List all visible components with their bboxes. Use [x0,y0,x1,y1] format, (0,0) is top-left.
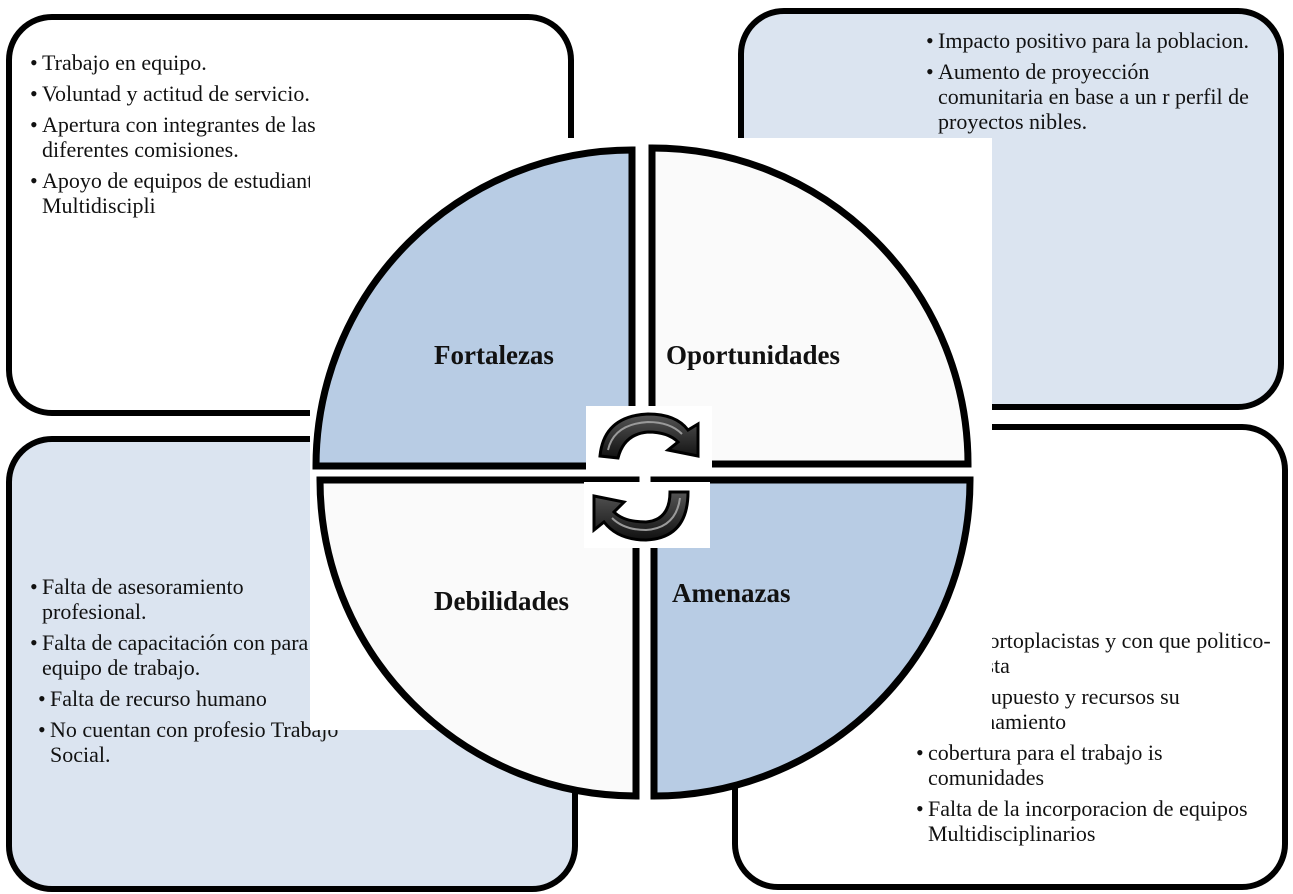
fortalezas-quadrant [312,146,636,470]
fortalezas-label: Fortalezas [434,340,554,370]
list-item: Falta de asesoramiento profesional. [30,574,340,624]
clockwise-arrow-icon [598,412,700,460]
list-item: Falta de la incorporacion de equipos Mul… [916,796,1276,846]
list-item: Falta de recurso humano [38,686,340,711]
debilidades-quadrant [316,476,640,800]
fortalezas-list: Trabajo en equipo. Voluntad y actitud de… [30,50,390,224]
debilidades-label: Debilidades [434,586,570,616]
list-item: Aumento de proyección comunitaria en bas… [926,59,1256,134]
list-item: Trabajo en equipo. [30,50,390,75]
oportunidades-list: Impacto positivo para la poblacion. Aume… [926,28,1256,140]
list-item: No cuentan con profesio Trabajo Social. [38,717,340,767]
amenazas-label: Amenazas [672,578,791,608]
list-item: Voluntad y actitud de servicio. [30,81,390,106]
counterclockwise-arrow-icon [592,490,690,542]
amenazas-quadrant [650,476,974,800]
list-item: Impacto positivo para la poblacion. [926,28,1256,53]
list-item: Apertura con integrantes de las diferent… [30,112,390,162]
list-item: Apoyo de equipos de estudiantes Multidis… [30,168,390,218]
oportunidades-label: Oportunidades [666,340,841,370]
debilidades-list: Falta de asesoramiento profesional. Falt… [30,574,340,773]
oportunidades-quadrant [648,144,972,468]
list-item: cobertura para el trabajo is comunidades [916,740,1276,790]
list-item: Falta de capacitación con para el equipo… [30,630,340,680]
